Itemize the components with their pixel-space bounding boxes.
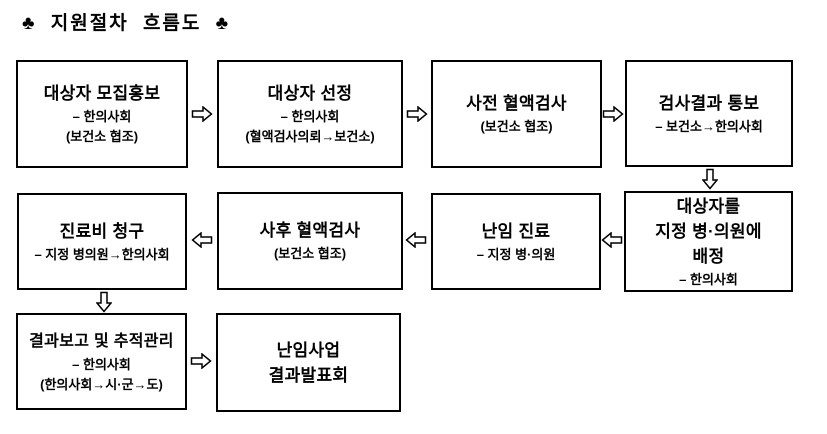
box-title: 진료비 청구	[59, 221, 145, 241]
box-title: 검사결과 통보	[658, 93, 760, 113]
flow-box-clinic-assignment: 대상자를 지정 병·의원에 배정 – 한의사회	[624, 191, 793, 292]
box-title: 사전 혈액검사	[466, 94, 567, 113]
box-subtitle: – 한의사회	[72, 356, 131, 372]
box-title: 배정	[692, 247, 725, 266]
page-title: ♣ 지원절차 흐름도 ♣	[22, 13, 231, 34]
box-title: 대상자 모집홍보	[43, 84, 161, 103]
flow-box-recruitment-promo: 대상자 모집홍보 – 한의사회 (보건소 협조)	[16, 60, 188, 168]
flow-box-result-presentation: 난임사업 결과발표회	[216, 313, 401, 412]
flow-arrow-down-icon	[94, 291, 115, 313]
flow-box-report-tracking: 결과보고 및 추적관리 – 한의사회 (한의사회→시·군→도)	[16, 313, 187, 410]
flow-arrow-right-icon	[602, 106, 624, 122]
box-subtitle: – 한의사회	[280, 109, 340, 124]
flow-box-test-result-notice: 검사결과 통보 – 보건소→한의사회	[625, 60, 793, 167]
box-title: 난임 진료	[481, 221, 551, 241]
flow-arrow-down-icon	[700, 168, 721, 190]
box-subtitle: – 한의사회	[72, 109, 132, 124]
box-subtitle: (한의사회→시·군→도)	[40, 376, 163, 392]
flow-arrow-right-icon	[406, 106, 428, 122]
box-subtitle: – 지정 병·의원	[476, 246, 556, 262]
box-subtitle: (혈액검사의뢰→보건소)	[245, 129, 375, 144]
box-subtitle: – 한의사회	[679, 272, 738, 287]
flow-arrow-right-icon	[191, 106, 213, 122]
box-title: 대상자 선정	[267, 84, 353, 103]
flow-arrow-left-icon	[191, 232, 213, 248]
box-title: 사후 혈액검사	[259, 221, 361, 240]
flow-box-infertility-treatment: 난임 진료 – 지정 병·의원	[431, 193, 601, 290]
box-subtitle: (보건소 협조)	[273, 246, 347, 261]
flow-arrow-left-icon	[405, 232, 427, 248]
box-title: 지정 병·의원에	[655, 222, 762, 241]
flow-arrow-right-icon	[190, 353, 212, 369]
box-title: 대상자를	[676, 197, 741, 216]
flow-box-post-blood-test: 사후 혈액검사 (보건소 협조)	[217, 192, 403, 290]
box-subtitle: (보건소 협조)	[65, 129, 139, 144]
box-subtitle: – 보건소→한의사회	[655, 118, 763, 134]
flow-box-fee-claim: 진료비 청구 – 지정 병의원→한의사회	[17, 193, 187, 290]
box-title: 결과보고 및 추적관리	[29, 332, 174, 350]
box-title: 난임사업	[276, 340, 341, 360]
flow-arrow-left-icon	[601, 232, 623, 248]
box-title: 결과발표회	[268, 365, 349, 385]
flow-box-candidate-selection: 대상자 선정 – 한의사회 (혈액검사의뢰→보건소)	[217, 60, 403, 168]
box-subtitle: – 지정 병의원→한의사회	[34, 246, 170, 262]
box-subtitle: (보건소 협조)	[480, 119, 553, 134]
flow-box-pre-blood-test: 사전 혈액검사 (보건소 협조)	[431, 60, 602, 168]
